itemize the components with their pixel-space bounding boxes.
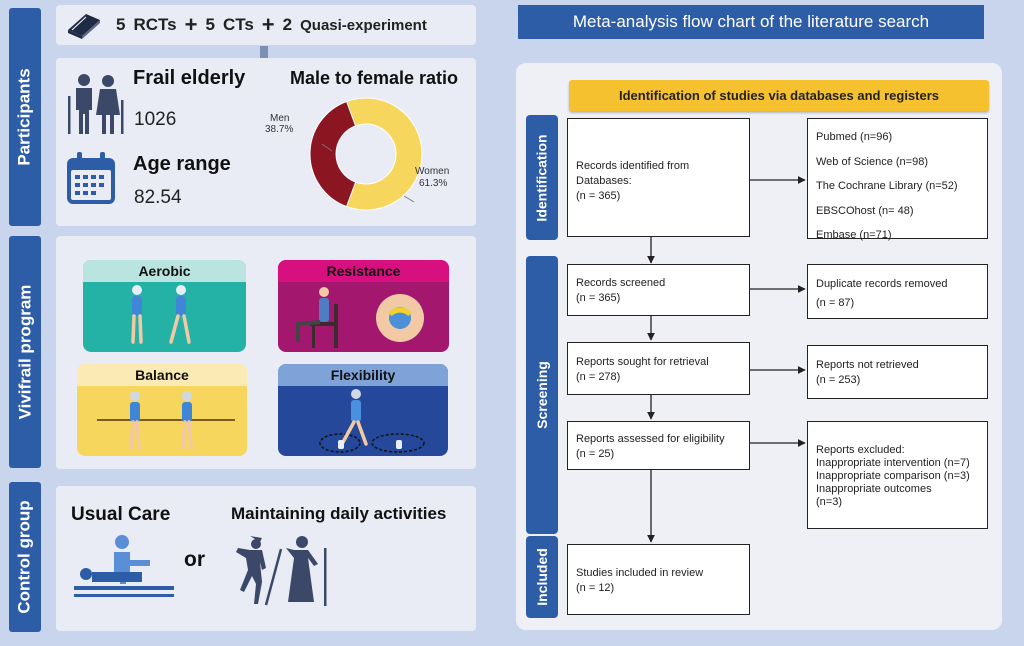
resistance-card: Resistance xyxy=(278,260,449,352)
records-screened-box: Records screened (n = 365) xyxy=(567,264,750,316)
age-range-label: Age range xyxy=(133,153,231,175)
ct-label: CTs xyxy=(222,15,254,34)
resistance-title: Resistance xyxy=(278,260,449,282)
participants-band-label: Participants xyxy=(15,68,34,166)
walking-figures-icon xyxy=(131,285,191,344)
not-retrieved-box: Reports not retrieved (n = 253) xyxy=(807,345,988,399)
reports-sought-line-2: (n = 278) xyxy=(576,370,621,383)
reports-excluded-line-4: Inappropriate outcomes xyxy=(816,483,932,495)
men-label: Men xyxy=(270,113,290,124)
quasi-label: Quasi-experiment xyxy=(300,16,427,34)
reports-excluded-line-5: (n=3) xyxy=(816,496,842,508)
database-ebscohost: EBSCOhost (n= 48) xyxy=(816,204,914,217)
reports-sought-box: Reports sought for retrieval (n = 278) xyxy=(567,342,750,395)
flow-title: Meta-analysis flow chart of the literatu… xyxy=(572,12,930,31)
rct-count: 5 xyxy=(116,15,126,34)
stretching-icon xyxy=(319,389,425,453)
or-label: or xyxy=(184,548,205,571)
reports-excluded-line-2: Inappropriate intervention (n=7) xyxy=(816,457,970,469)
balance-walk-icon xyxy=(97,391,235,450)
frail-elderly-count: 1026 xyxy=(134,109,177,130)
ratio-chart-title: Male to female ratio xyxy=(290,68,459,88)
balance-card: Balance xyxy=(77,364,247,456)
program-band-label: Vivifrail program xyxy=(15,284,35,420)
records-identified-line-3: (n = 365) xyxy=(576,189,621,202)
aerobic-card: Aerobic xyxy=(83,260,246,352)
not-retrieved-line-1: Reports not retrieved xyxy=(816,359,919,371)
databases-box: Pubmed (n=96) Web of Science (n=98) The … xyxy=(807,118,988,241)
frail-elderly-label: Frail elderly xyxy=(133,67,246,89)
men-leader-line xyxy=(321,143,333,152)
rct-label: RCTs xyxy=(133,15,177,34)
control-band-label: Control group xyxy=(15,500,34,614)
not-retrieved-line-2: (n = 253) xyxy=(816,373,861,386)
plus-sign-1: + xyxy=(184,12,198,37)
studies-included-box: Studies included in review (n = 12) xyxy=(567,544,750,615)
flexibility-title: Flexibility xyxy=(278,364,448,386)
reports-sought-line-1: Reports sought for retrieval xyxy=(576,356,709,368)
stage-identification: Identification xyxy=(526,115,558,240)
men-value-label: 38.7% xyxy=(265,124,294,135)
duplicates-line-2: (n = 87) xyxy=(816,297,855,309)
records-identified-box: Records identified from Databases: (n = … xyxy=(567,118,750,237)
identification-banner-text: Identification of studies via databases … xyxy=(618,88,940,103)
flexibility-card: Flexibility xyxy=(278,364,448,456)
book-icon xyxy=(68,14,100,39)
calendar-icon xyxy=(67,152,115,204)
participants-band: Participants xyxy=(9,8,41,226)
therapy-icon xyxy=(74,535,174,597)
daily-activities-label: Maintaining daily activities xyxy=(231,504,447,523)
stage-screening: Screening xyxy=(526,256,558,534)
participants-panel: Frail elderly 1026 Age range 82.54 Male … xyxy=(56,58,476,226)
flow-panel: Identification of studies via databases … xyxy=(516,63,1002,630)
database-embase: Embase (n=71) xyxy=(816,229,892,241)
aerobic-title: Aerobic xyxy=(83,260,246,282)
seated-exercise-icon xyxy=(296,287,424,348)
donut-slice-men xyxy=(309,100,357,208)
stage-included: Included xyxy=(526,536,558,618)
study-count-header: 5 RCTs + 5 CTs + 2 Quasi-experiment xyxy=(56,5,476,45)
reports-assessed-line-1: Reports assessed for eligibility xyxy=(576,433,725,445)
plus-sign-2: + xyxy=(261,12,275,37)
flow-connectors xyxy=(647,176,806,543)
records-screened-line-2: (n = 365) xyxy=(576,291,621,304)
database-pubmed: Pubmed (n=96) xyxy=(816,131,893,143)
records-identified-line-2: Databases: xyxy=(576,174,632,187)
duplicates-line-1: Duplicate records removed xyxy=(816,278,948,290)
age-range-value: 82.54 xyxy=(134,187,182,208)
women-label: Women xyxy=(415,166,450,177)
women-leader-line xyxy=(403,195,415,203)
reports-excluded-box: Reports excluded: Inappropriate interven… xyxy=(807,421,988,529)
usual-care-label: Usual Care xyxy=(71,504,171,525)
records-identified-line-1: Records identified from xyxy=(576,160,690,172)
control-panel: Usual Care or Maintaining daily activiti… xyxy=(56,486,476,631)
reports-excluded-line-1: Reports excluded: xyxy=(816,444,905,456)
program-band: Vivifrail program xyxy=(9,236,41,468)
gender-donut-chart xyxy=(309,97,423,211)
reports-excluded-line-3: Inappropriate comparison (n=3) xyxy=(816,470,970,482)
donut-slice-women xyxy=(345,97,423,211)
records-screened-line-1: Records screened xyxy=(576,277,666,289)
duplicates-box: Duplicate records removed (n = 87) xyxy=(807,264,988,319)
balance-title: Balance xyxy=(77,364,247,386)
database-wos: Web of Science (n=98) xyxy=(816,155,928,168)
flow-title-bar: Meta-analysis flow chart of the literatu… xyxy=(518,5,984,39)
database-cochrane: The Cochrane Library (n=52) xyxy=(816,180,958,192)
identification-banner: Identification of studies via databases … xyxy=(569,80,989,111)
elderly-couple-icon xyxy=(68,74,124,134)
studies-included-line-1: Studies included in review xyxy=(576,567,704,579)
program-panel: Aerobic Resistance B xyxy=(56,236,476,469)
reports-assessed-line-2: (n = 25) xyxy=(576,447,615,460)
women-value-label: 61.3% xyxy=(419,178,448,189)
studies-included-line-2: (n = 12) xyxy=(576,581,615,594)
quasi-count: 2 xyxy=(282,15,293,34)
control-band: Control group xyxy=(9,482,41,632)
reports-assessed-box: Reports assessed for eligibility (n = 25… xyxy=(567,421,750,470)
ct-count: 5 xyxy=(205,15,215,34)
dancing-elderly-icon xyxy=(236,536,327,606)
